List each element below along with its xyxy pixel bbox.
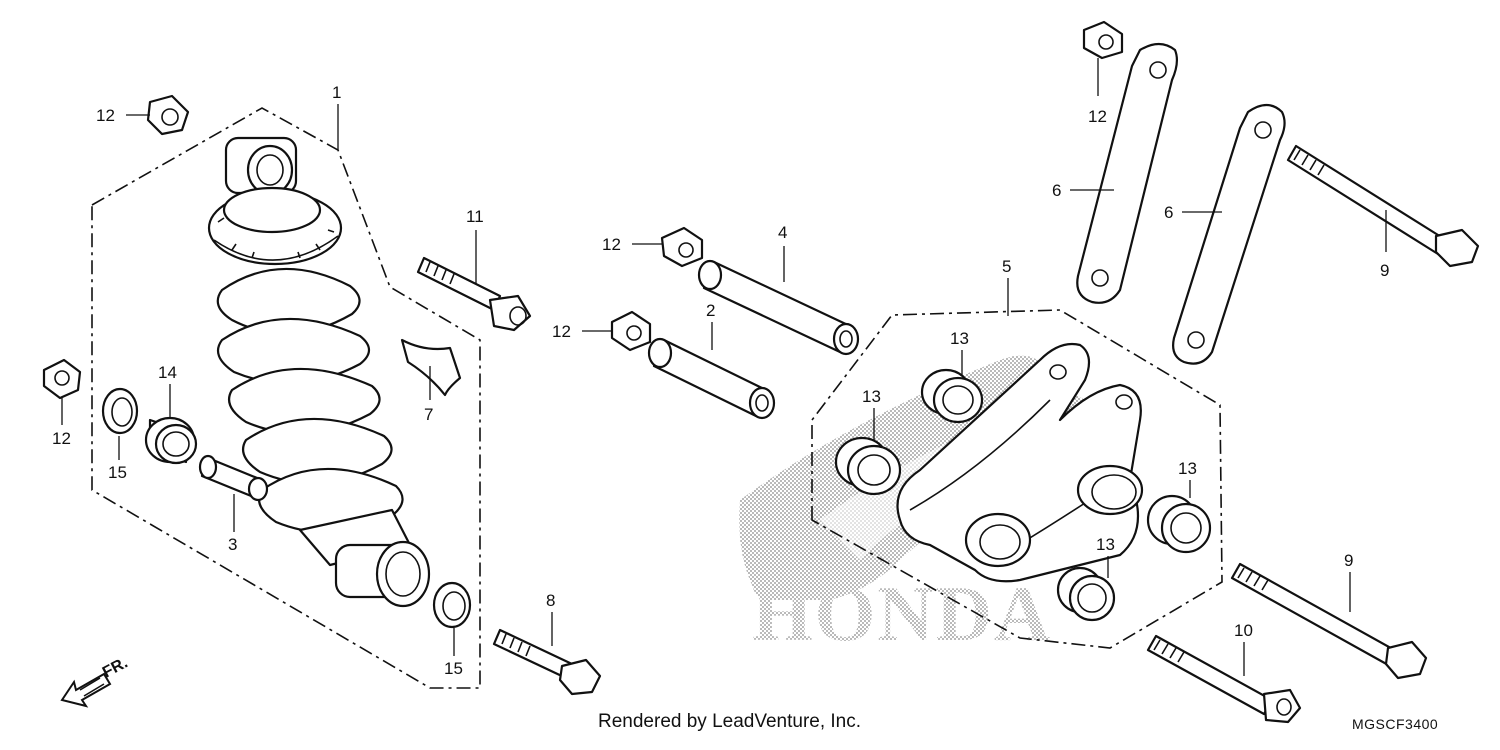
dust-seal-lower [432,581,472,629]
caution-label [400,338,462,397]
callout-8: 8 [546,591,555,610]
socket-bolt-10 [1146,634,1302,724]
flange-nut-5 [1082,20,1124,60]
dust-seal-upper [101,387,139,435]
callout-15-b: 15 [444,659,463,678]
flange-nut-2 [42,358,82,400]
callout-2: 2 [706,301,715,320]
callout-13-c: 13 [1178,459,1197,478]
flange-bolt-8 [492,628,602,696]
callout-12-a: 12 [96,106,115,125]
callout-13-b: 13 [862,387,881,406]
flange-nut-4 [610,310,652,352]
callout-7: 7 [424,405,433,424]
shock-arm [896,342,1144,583]
needle-bearing-13c [1146,494,1212,554]
callout-12-b: 12 [52,429,71,448]
callout-13-d: 13 [1096,535,1115,554]
callout-6-b: 6 [1164,203,1173,222]
callout-14: 14 [158,363,177,382]
callout-6-a: 6 [1052,181,1061,200]
callout-9-a: 9 [1380,261,1389,280]
cushion-connecting-rod-a [1076,42,1179,304]
collar-4 [697,259,860,356]
collar-3 [198,454,269,502]
shock-assembly-outline [91,107,481,689]
cushion-connecting-rod-b [1172,103,1286,365]
callout-9-b: 9 [1344,551,1353,570]
callout-11: 11 [466,207,484,226]
collar-2 [647,337,776,420]
needle-bearing-13d [1056,566,1116,622]
flange-nut-1 [146,94,190,136]
callout-3: 3 [228,535,237,554]
front-direction-arrow: FR. [60,654,131,708]
callout-4: 4 [778,223,787,242]
callout-12-e: 12 [1088,107,1107,126]
callout-5: 5 [1002,257,1011,276]
callout-15-a: 15 [108,463,127,482]
render-credit: Rendered by LeadVenture, Inc. [598,711,862,732]
flange-bolt-9-lower [1230,562,1428,680]
callout-1: 1 [332,83,341,102]
needle-bearing-13b [834,436,902,496]
callout-10: 10 [1234,621,1253,640]
callout-12-d: 12 [552,322,571,341]
flange-bolt-9-upper [1286,144,1480,268]
flange-nut-3 [660,226,704,268]
needle-bearing-13a [920,368,984,424]
honda-wordmark-watermark: HONDA [752,570,1052,657]
callout-12-c: 12 [602,235,621,254]
diagram-code: MGSCF3400 [1352,716,1439,732]
shock-arm-assembly-outline [811,309,1223,649]
leader-lines [61,58,1387,676]
callout-13-a: 13 [950,329,969,348]
rear-shock-absorber [207,136,431,608]
needle-bearing [144,416,198,465]
socket-bolt-11 [416,256,532,332]
